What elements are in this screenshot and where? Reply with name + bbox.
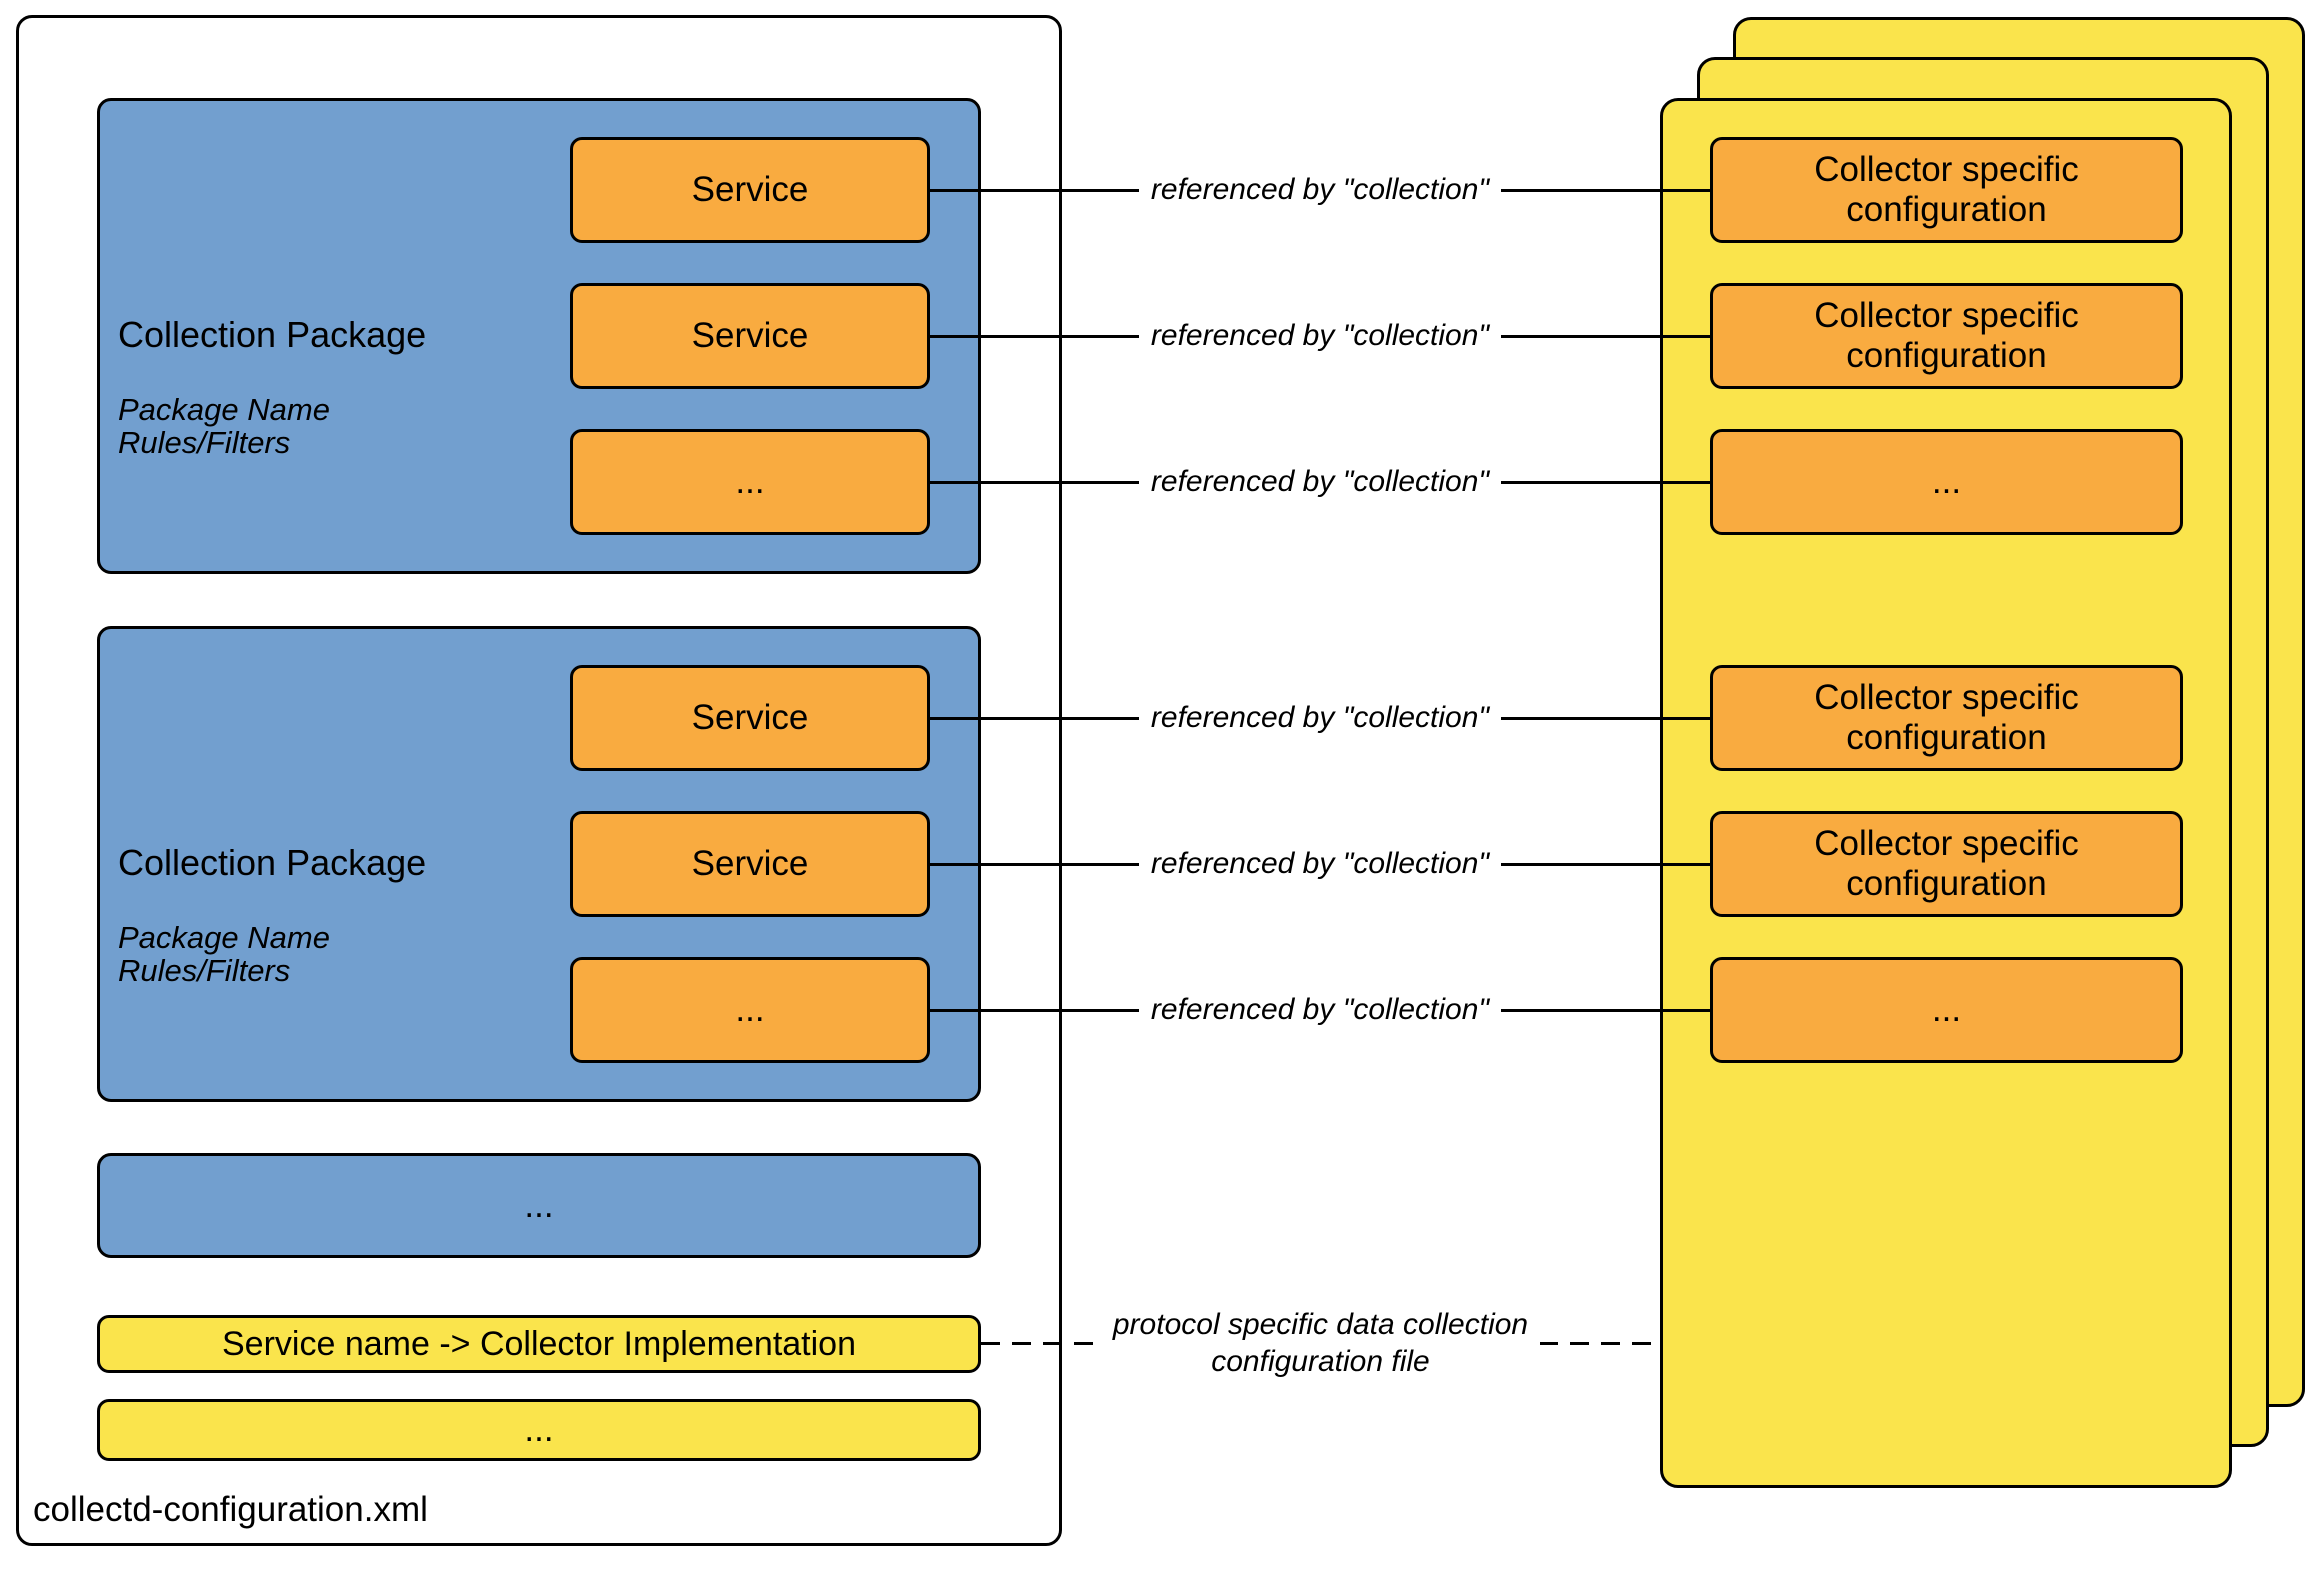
service-box-1: Service [570, 137, 930, 243]
rules-filters-label: Rules/Filters [118, 953, 291, 988]
collector-config-label: Collector specific configuration [1814, 824, 2079, 903]
packages-ellipsis-bar: ... [97, 1153, 981, 1258]
collection-package-1: Collection Package Package Name Rules/Fi… [97, 98, 981, 574]
collector-specific-configuration-box-1: Collector specific configuration [1710, 137, 2183, 243]
collector-config-label: Collector specific configuration [1814, 296, 2079, 375]
ellipsis-label: ... [1931, 462, 1962, 501]
package-name-label: Package Name [118, 392, 330, 427]
service-box-3: Service [570, 665, 930, 771]
ellipsis-label: ... [1931, 990, 1962, 1029]
service-box-4: Service [570, 811, 930, 917]
package-title: Collection Package [118, 314, 427, 355]
collector-config-label: Collector specific configuration [1814, 678, 2079, 757]
package-subtitle: Package Name Rules/Filters [118, 393, 330, 459]
collectd-configuration-file-container: Collection Package Package Name Rules/Fi… [16, 15, 1062, 1546]
service-ellipsis-box-2: ... [570, 957, 930, 1063]
service-box-2: Service [570, 283, 930, 389]
file-name-label: collectd-configuration.xml [33, 1490, 428, 1529]
service-collector-mapping-box: Service name -> Collector Implementation [97, 1315, 981, 1373]
connector-label-1: referenced by "collection" [929, 169, 1711, 211]
connector-label-4: referenced by "collection" [929, 697, 1711, 739]
collector-config-ellipsis-box-1: ... [1710, 429, 2183, 535]
collector-specific-configuration-box-2: Collector specific configuration [1710, 283, 2183, 389]
collector-specific-configuration-box-4: Collector specific configuration [1710, 811, 2183, 917]
connector-label-3: referenced by "collection" [929, 461, 1711, 503]
collector-config-label: Collector specific configuration [1814, 150, 2079, 229]
collector-specific-configuration-box-3: Collector specific configuration [1710, 665, 2183, 771]
connector-label-6: referenced by "collection" [929, 989, 1711, 1031]
package-title: Collection Package [118, 842, 427, 883]
collector-config-ellipsis-box-2: ... [1710, 957, 2183, 1063]
dashed-label-line-1: protocol specific data collection [1112, 1308, 1529, 1341]
connector-label-2: referenced by "collection" [929, 315, 1711, 357]
rules-filters-label: Rules/Filters [118, 425, 291, 460]
dashed-label-line-2: configuration file [1211, 1345, 1430, 1378]
service-ellipsis-box-1: ... [570, 429, 930, 535]
package-subtitle: Package Name Rules/Filters [118, 921, 330, 987]
dashed-connector-label: protocol specific data collection config… [981, 1304, 1660, 1382]
connector-label-5: referenced by "collection" [929, 843, 1711, 885]
collector-config-file-page-front: Collector specific configuration Collect… [1660, 98, 2232, 1488]
mapping-ellipsis-box: ... [97, 1399, 981, 1461]
collection-package-2: Collection Package Package Name Rules/Fi… [97, 626, 981, 1102]
package-name-label: Package Name [118, 920, 330, 955]
